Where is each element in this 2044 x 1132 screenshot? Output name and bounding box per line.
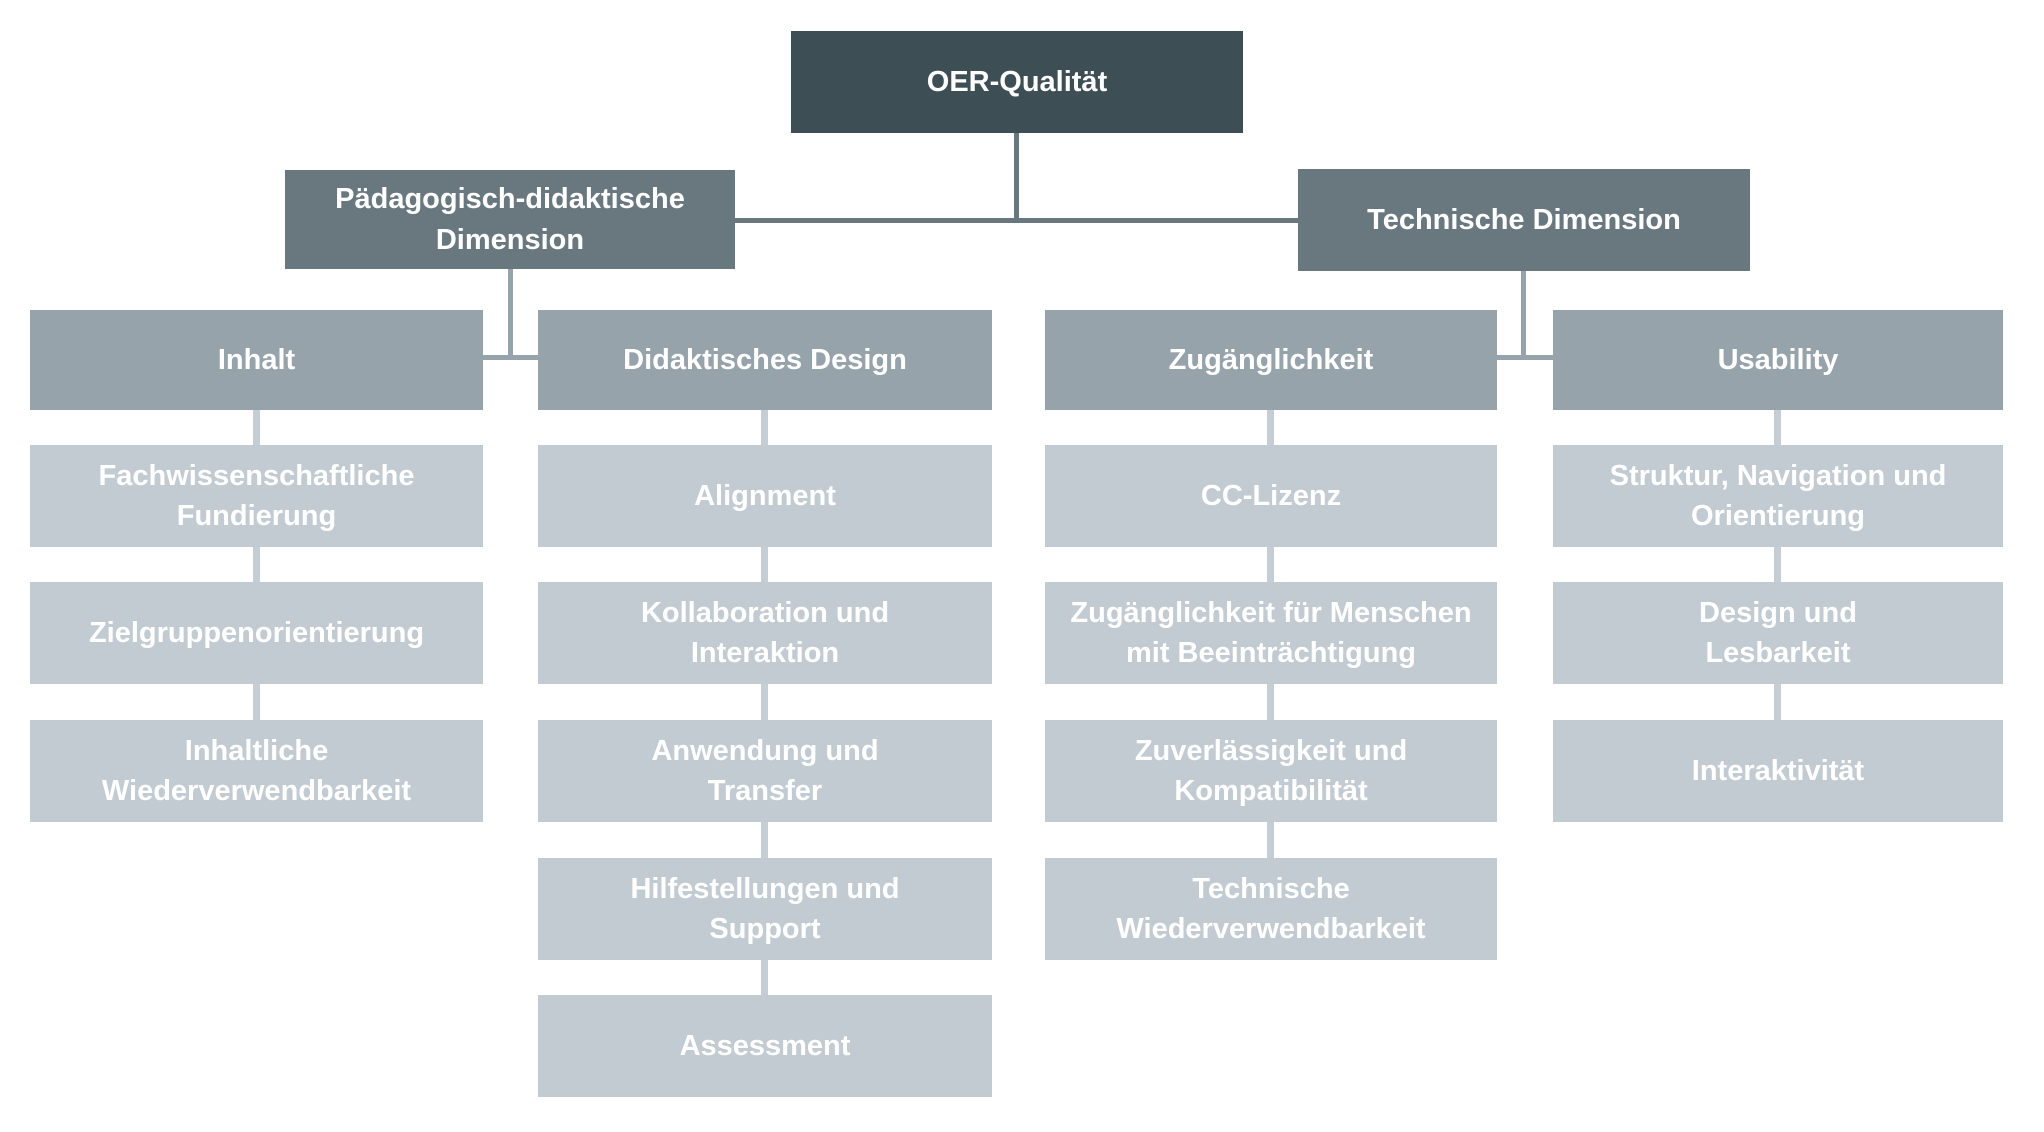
child-label: Interaktivität bbox=[1691, 754, 1865, 787]
child-box-zielgruppenorientierung: Zielgruppenorientierung bbox=[30, 582, 483, 684]
child-label: Zuverlässigkeit und Kompatibilität bbox=[1134, 734, 1408, 807]
connector-col2-3 bbox=[761, 822, 768, 858]
dimension-label: Pädagogisch-didaktische Dimension bbox=[335, 183, 685, 256]
dimension-box-technisch: Technische Dimension bbox=[1298, 169, 1750, 271]
child-box-hilfestellungen-und-support: Hilfestellungen und Support bbox=[538, 858, 992, 960]
child-box-technische-wiederverwendbarkeit: Technische Wiederverwendbarkeit bbox=[1045, 858, 1497, 960]
child-label: Zugänglichkeit für Menschen mit Beeinträ… bbox=[1070, 596, 1472, 669]
child-box-anwendung-und-transfer: Anwendung und Transfer bbox=[538, 720, 992, 822]
child-label: Hilfestellungen und Support bbox=[630, 872, 900, 945]
connector-col4-0 bbox=[1774, 410, 1781, 445]
column-header-label: Zugänglichkeit bbox=[1168, 343, 1374, 376]
connector-col1-2 bbox=[253, 684, 260, 720]
connector-dimension2-vertical bbox=[1521, 271, 1526, 358]
child-label: Assessment bbox=[679, 1029, 851, 1062]
child-box-kollaboration-und-interaktion: Kollaboration und Interaktion bbox=[538, 582, 992, 684]
root-box: OER-Qualität bbox=[791, 31, 1243, 133]
child-label: Technische Wiederverwendbarkeit bbox=[1116, 872, 1426, 945]
column-header-label: Usability bbox=[1717, 343, 1839, 376]
connector-col2-0 bbox=[761, 410, 768, 445]
connector-col2-2 bbox=[761, 684, 768, 720]
root-label: OER-Qualität bbox=[926, 65, 1108, 98]
child-box-assessment: Assessment bbox=[538, 995, 992, 1097]
column-header-usability: Usability bbox=[1553, 310, 2003, 410]
child-box-cc-lizenz: CC-Lizenz bbox=[1045, 445, 1497, 547]
connector-root-vertical bbox=[1014, 133, 1019, 220]
connector-col4-1 bbox=[1774, 547, 1781, 582]
connector-col1-1 bbox=[253, 547, 260, 582]
connector-col3-2 bbox=[1267, 684, 1274, 720]
child-label: Inhaltliche Wiederverwendbarkeit bbox=[101, 734, 412, 807]
child-box-zugaenglichkeit-fuer-menschen: Zugänglichkeit für Menschen mit Beeinträ… bbox=[1045, 582, 1497, 684]
child-box-zuverlaessigkeit-und-kompatibilitaet: Zuverlässigkeit und Kompatibilität bbox=[1045, 720, 1497, 822]
child-label: Kollaboration und Interaktion bbox=[640, 596, 890, 669]
column-header-label: Inhalt bbox=[217, 343, 296, 376]
child-box-fachwissenschaftliche-fundierung: Fachwissenschaftliche Fundierung bbox=[30, 445, 483, 547]
column-header-zugaenglichkeit: Zugänglichkeit bbox=[1045, 310, 1497, 410]
connector-dimension1-vertical bbox=[508, 269, 513, 358]
child-label: Struktur, Navigation und Orientierung bbox=[1609, 459, 1947, 532]
child-box-alignment: Alignment bbox=[538, 445, 992, 547]
connector-col1-0 bbox=[253, 410, 260, 445]
child-label: Alignment bbox=[694, 479, 836, 512]
connector-col3-1 bbox=[1267, 547, 1274, 582]
dimension-box-paedagogisch-didaktisch: Pädagogisch-didaktische Dimension bbox=[285, 170, 735, 269]
child-label: Zielgruppenorientierung bbox=[88, 616, 425, 649]
connector-dimension2-stub bbox=[1497, 355, 1553, 360]
child-box-interaktivitaet: Interaktivität bbox=[1553, 720, 2003, 822]
connector-root-horizontal bbox=[735, 218, 1298, 223]
child-label: CC-Lizenz bbox=[1200, 479, 1342, 512]
column-header-inhalt: Inhalt bbox=[30, 310, 483, 410]
column-header-label: Didaktisches Design bbox=[623, 343, 907, 376]
child-box-struktur-navigation-orientierung: Struktur, Navigation und Orientierung bbox=[1553, 445, 2003, 547]
connector-col2-4 bbox=[761, 960, 768, 995]
connector-col2-1 bbox=[761, 547, 768, 582]
child-label: Fachwissenschaftliche Fundierung bbox=[98, 459, 415, 532]
child-box-design-und-lesbarkeit: Design und Lesbarkeit bbox=[1553, 582, 2003, 684]
child-box-inhaltliche-wiederverwendbarkeit: Inhaltliche Wiederverwendbarkeit bbox=[30, 720, 483, 822]
connector-col4-2 bbox=[1774, 684, 1781, 720]
child-label: Design und Lesbarkeit bbox=[1699, 596, 1857, 669]
dimension-label: Technische Dimension bbox=[1367, 203, 1681, 236]
column-header-didaktisches-design: Didaktisches Design bbox=[538, 310, 992, 410]
connector-col3-3 bbox=[1267, 822, 1274, 858]
connector-dimension1-stub bbox=[483, 355, 538, 360]
connector-col3-0 bbox=[1267, 410, 1274, 445]
child-label: Anwendung und Transfer bbox=[651, 734, 879, 807]
